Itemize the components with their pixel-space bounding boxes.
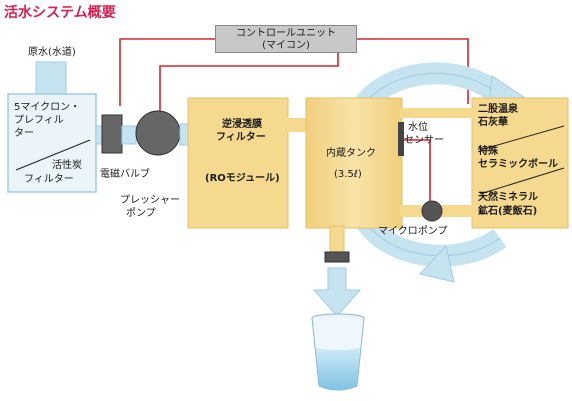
control-wires <box>119 38 469 204</box>
diagram-title: 活水システム概要 <box>4 5 116 21</box>
source-water-label: 原水(水道) <box>28 47 76 58</box>
ring-arrow-bottom <box>419 244 455 283</box>
mineral-3-label-2: 鉱石(麦飯石) <box>478 206 538 217</box>
level-sensor-label-2: センサー <box>404 135 444 146</box>
control-unit-sublabel: (マイコン) <box>262 40 310 51</box>
mineral-1-label-2: 石灰華 <box>478 117 508 128</box>
solenoid-valve <box>101 114 123 154</box>
mineral-block <box>471 97 569 229</box>
circulation-ring <box>353 62 530 283</box>
source-inlet-pipe <box>35 61 67 97</box>
micro-pump <box>421 200 443 222</box>
control-unit-box: コントロールユニット (マイコン) <box>215 25 357 53</box>
outlet-pipe <box>329 225 345 253</box>
tank-capacity: (3.5ℓ) <box>334 169 362 180</box>
pipe-2 <box>121 125 137 145</box>
pressure-pump <box>135 110 181 156</box>
ro-filter-label-2: フィルター <box>216 132 266 143</box>
control-unit-label: コントロールユニット <box>236 28 336 39</box>
glass <box>311 313 365 391</box>
ro-module-label: (ROモジュール) <box>205 173 280 184</box>
carbon-filter-label-2: フィルター <box>24 174 74 185</box>
prefilter-label-1: 5マイクロン・ <box>14 102 81 113</box>
mineral-1-label-1: 二股温泉 <box>478 104 518 115</box>
carbon-filter-label-1: 活性炭 <box>52 160 82 171</box>
ro-filter-label-1: 逆浸透膜 <box>222 119 262 130</box>
pressure-pump-label-2: ポンプ <box>126 208 156 219</box>
micro-pump-label: マイクロポンプ <box>378 226 448 237</box>
pressure-pump-label-1: プレッシャー <box>120 195 180 206</box>
mineral-3-label-1: 天然ミネラル <box>478 192 538 203</box>
mineral-2-label-1: 特殊 <box>478 146 498 157</box>
ro-filter-block <box>187 97 289 229</box>
solenoid-valve-label: 電磁バルブ <box>100 169 150 180</box>
mineral-divider-2 <box>479 167 565 195</box>
pipe-tank-mineral-top <box>400 108 474 118</box>
outlet-arrow <box>312 267 362 317</box>
level-sensor-label-1: 水位 <box>408 122 428 133</box>
prefilter-label-2: プレフィル <box>14 115 64 126</box>
level-sensor <box>398 122 404 156</box>
mineral-divider-1 <box>479 125 565 151</box>
prefilter-divider <box>15 139 91 171</box>
mineral-2-label-2: セラミックボール <box>478 159 558 170</box>
prefilter-label-3: ター <box>14 128 34 139</box>
tank-block <box>305 97 403 229</box>
pipe-ro-tank <box>286 118 308 132</box>
outlet-valve <box>324 251 350 263</box>
tank-label: 内蔵タンク <box>326 148 376 159</box>
